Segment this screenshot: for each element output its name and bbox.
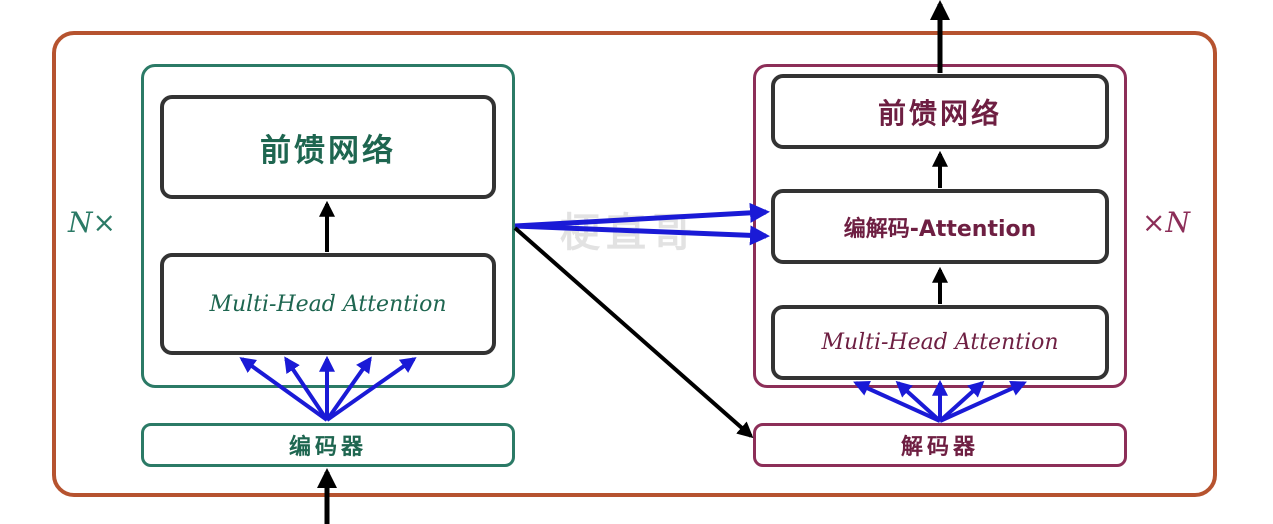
decoder-repeat-label: ×N	[1142, 206, 1190, 239]
decoder-attention-fan	[853, 379, 1027, 423]
decoder-input-box: 解码器	[753, 423, 1127, 467]
decoder-feed-forward-label: 前馈网络	[877, 96, 1002, 130]
decoder-input-label: 解码器	[900, 435, 979, 460]
decoder-multi-head-attention-box: Multi-Head Attention	[771, 305, 1109, 380]
encoder-input-label: 编码器	[288, 435, 367, 460]
encoder-feed-forward-box: 前馈网络	[160, 95, 496, 199]
encoder-repeat-label: N×	[68, 206, 116, 239]
encoder-to-decoder-arrow	[513, 226, 754, 439]
encoder-multi-head-attention-label: Multi-Head Attention	[209, 291, 447, 317]
encoder-attention-fan	[239, 355, 417, 422]
decoder-feed-forward-box: 前馈网络	[771, 74, 1109, 149]
encoder-feed-forward-label: 前馈网络	[260, 132, 396, 169]
encoder-input-box: 编码器	[141, 423, 515, 467]
encoder-to-cross-attention-arrows	[514, 202, 770, 246]
encoder-multi-head-attention-box: Multi-Head Attention	[160, 253, 496, 355]
decoder-cross-attention-box: 编解码-Attention	[771, 189, 1109, 264]
decoder-multi-head-attention-label: Multi-Head Attention	[821, 330, 1059, 355]
transformer-outer-frame	[52, 31, 1217, 497]
decoder-cross-attention-label: 编解码-Attention	[843, 216, 1037, 242]
